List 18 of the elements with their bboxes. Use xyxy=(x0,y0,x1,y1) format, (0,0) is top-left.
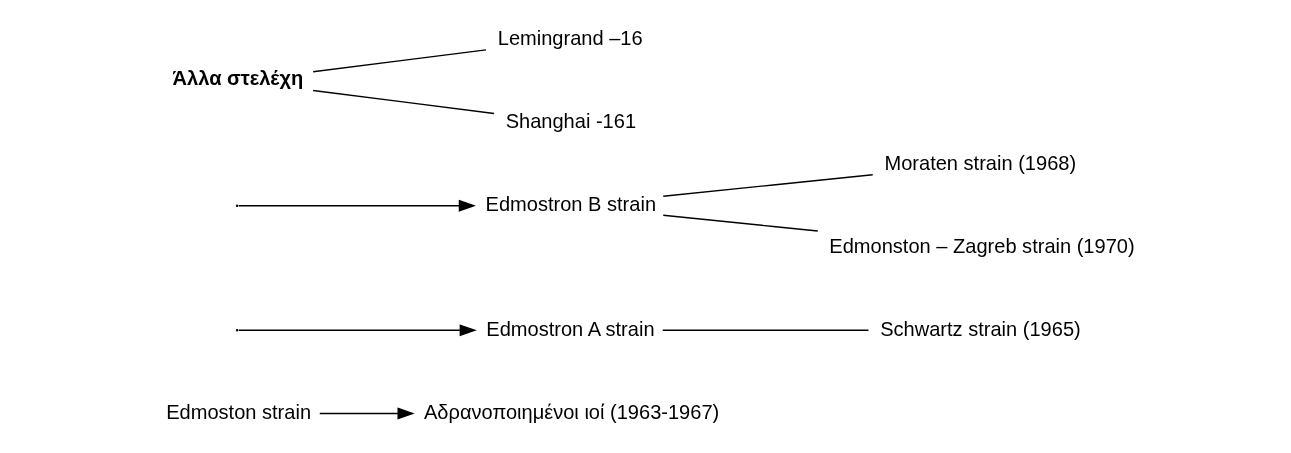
node-text: Άλλα στελέχη xyxy=(172,66,303,89)
connector xyxy=(662,174,873,197)
node-text: Shanghai -161 xyxy=(505,109,636,132)
arrow xyxy=(318,407,415,420)
connector xyxy=(311,89,495,115)
node-text: Edmostron B strain xyxy=(485,193,656,216)
node-text: Edmonston – Zagreb strain (1970) xyxy=(828,234,1135,257)
arrow xyxy=(237,199,476,212)
arrow xyxy=(237,324,477,337)
node-text: Αδρανοποιημένοι ιοί (1963-1967) xyxy=(423,400,719,423)
connector xyxy=(311,49,487,73)
connector xyxy=(662,214,818,232)
node-text: Moraten strain (1968) xyxy=(883,151,1076,174)
node-text: Schwartz strain (1965) xyxy=(879,317,1081,340)
node-text: Lemingrand –16 xyxy=(497,26,643,49)
node-text: Edmostron A strain xyxy=(485,317,655,340)
connector xyxy=(661,329,869,332)
node-text: Edmoston strain xyxy=(165,400,311,423)
